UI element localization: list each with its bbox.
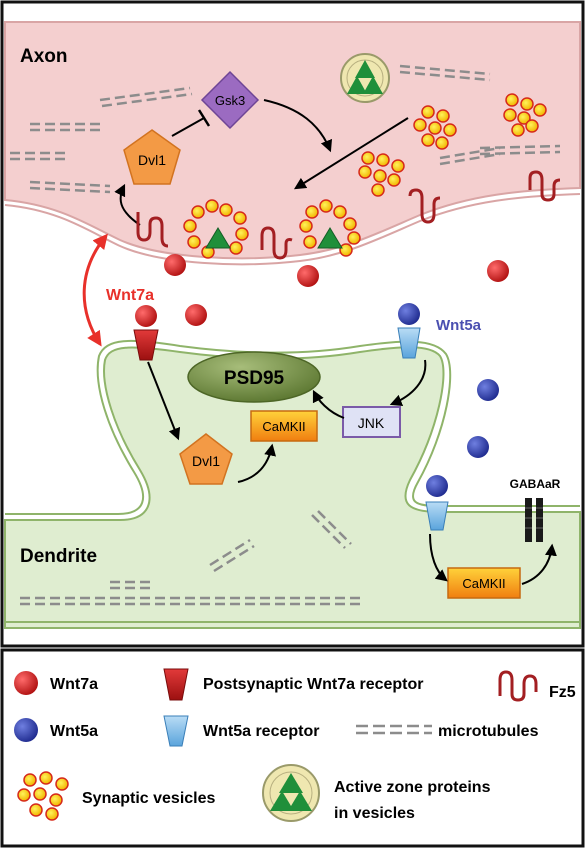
legend-wnt7a-receptor-icon xyxy=(163,668,189,701)
wnt7a-receptor-to-dvl1-arrow xyxy=(147,361,181,441)
wnt5a-receptor-to-camkii-arrow xyxy=(429,533,448,582)
jnk-label: JNK xyxy=(358,415,385,431)
dvl1-dendrite-label: Dvl1 xyxy=(192,453,220,469)
legend-wnt5a-label: Wnt5a xyxy=(50,723,98,740)
dendrite-label: Dendrite xyxy=(20,546,97,567)
legend-synaptic-vesicles-icon xyxy=(17,771,69,821)
fz5-receptor xyxy=(260,226,293,260)
legend: Wnt7a Postsynaptic Wnt7a receptor Fz5 Wn… xyxy=(14,668,576,822)
psd95-label: PSD95 xyxy=(224,368,285,389)
legend-microtubules-label: microtubules xyxy=(438,723,539,740)
jnk-node xyxy=(342,406,401,438)
dvl1-dendrite-node xyxy=(179,433,233,485)
fz5-receptor xyxy=(136,212,169,248)
postsynaptic-wnt7a-receptor xyxy=(133,305,159,361)
synaptic-vesicle-cluster xyxy=(358,151,405,197)
wnt5a-receptor-top xyxy=(397,303,421,359)
legend-wnt7a-icon xyxy=(14,671,38,695)
fz5-to-dvl1-arrow xyxy=(114,183,141,226)
synaptic-vesicle-cluster xyxy=(413,105,457,150)
dvl1-inhibits-gsk3-line xyxy=(171,109,211,137)
wnt5a-receptor-to-jnk-arrow xyxy=(389,359,427,407)
wnt7a-molecule xyxy=(164,254,186,276)
legend-active-zone-label-line1: Active zone proteins xyxy=(334,779,491,796)
legend-wnt5a-receptor-label: Wnt5a receptor xyxy=(203,723,319,740)
wnt7a-label: Wnt7a xyxy=(106,287,154,304)
camkii-top-label: CaMKII xyxy=(262,419,305,434)
wnt5a-molecule xyxy=(477,379,499,401)
legend-microtubules-icon xyxy=(356,724,432,735)
axon-microtubules xyxy=(10,64,561,194)
wnt7a-molecule xyxy=(297,265,319,287)
legend-fz5-icon xyxy=(498,670,538,702)
fz5-receptor xyxy=(528,170,561,202)
gsk3-to-vesicles-arrow xyxy=(263,99,333,153)
axon-label: Axon xyxy=(20,46,68,67)
wnt5a-receptor-bottom xyxy=(425,475,449,531)
active-zone-to-synapse-arrow xyxy=(293,117,409,190)
legend-wnt5a-icon xyxy=(14,718,38,742)
vesicles-with-active-zone-right xyxy=(299,199,361,257)
gabaar-label: GABAaR xyxy=(510,477,561,491)
legend-wnt7a-label: Wnt7a xyxy=(50,676,98,693)
gsk3-label: Gsk3 xyxy=(215,93,245,108)
legend-synaptic-vesicles-label: Synaptic vesicles xyxy=(82,790,216,807)
camkii-top-node xyxy=(250,410,318,442)
dvl1-axon-label: Dvl1 xyxy=(138,152,166,168)
legend-active-zone-label-line2: in vesicles xyxy=(334,805,415,822)
legend-active-zone-icon xyxy=(262,764,320,822)
dvl1-axon-node xyxy=(123,129,181,185)
legend-wnt5a-receptor-icon xyxy=(163,715,189,747)
wnt5a-label: Wnt5a xyxy=(436,317,482,334)
vesicles-with-active-zone-left xyxy=(183,199,249,259)
gsk3-node xyxy=(200,70,260,130)
dendrite-microtubules xyxy=(20,510,360,606)
wnt7a-molecule xyxy=(185,304,207,326)
fz5-receptor xyxy=(408,188,441,224)
synaptic-vesicle-cluster xyxy=(503,93,547,137)
legend-fz5-label: Fz5 xyxy=(549,684,576,701)
dvl1-to-camkii-arrow xyxy=(237,443,276,483)
legend-wnt7a-receptor-label: Postsynaptic Wnt7a receptor xyxy=(203,676,424,693)
wnt7a-molecule xyxy=(487,260,509,282)
camkii-bottom-label: CaMKII xyxy=(462,576,505,591)
wnt7a-bidirectional-arrow xyxy=(82,233,108,347)
jnk-to-psd95-arrow xyxy=(312,389,345,419)
gabaar-receptor xyxy=(525,498,543,542)
active-zone-vesicle-top xyxy=(340,53,390,103)
camkii-to-gabaar-arrow xyxy=(521,543,557,585)
psd95-node xyxy=(187,351,321,403)
wnt5a-molecule xyxy=(467,436,489,458)
camkii-bottom-node xyxy=(447,567,521,599)
